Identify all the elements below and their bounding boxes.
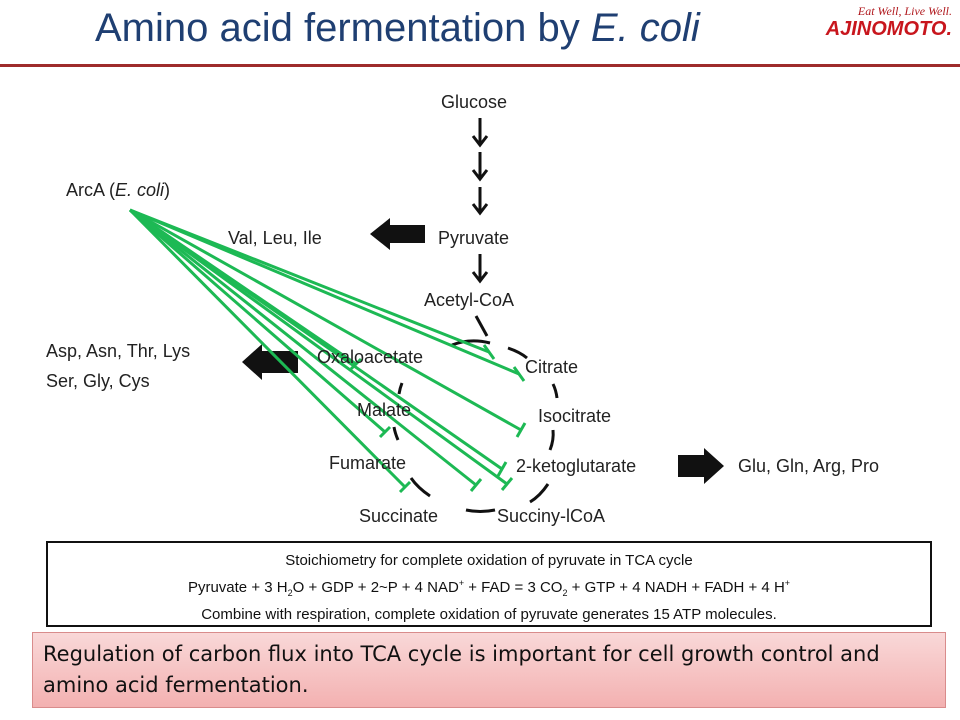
bcaa-products-label: Val, Leu, Ile xyxy=(228,228,322,248)
title-divider xyxy=(0,64,960,67)
aspartate-family-label-1: Asp, Asn, Thr, Lys xyxy=(46,341,190,361)
arrowhead xyxy=(471,135,489,148)
tca-pathway-diagram: Glucose Pyruvate Acetyl-CoA Citrate Isoc… xyxy=(46,92,879,526)
logo-brand: AJINOMOTO. xyxy=(825,18,952,40)
glutamate-block-arrow xyxy=(678,448,724,484)
title-species: E. coli xyxy=(590,6,700,50)
ketoglutarate-label: 2-ketoglutarate xyxy=(516,456,636,476)
aspartate-family-label-2: Ser, Gly, Cys xyxy=(46,371,150,391)
aspartate-block-arrow xyxy=(242,344,298,380)
oxaloacetate-label: Oxaloacetate xyxy=(317,347,423,367)
stoichiometry-note: Combine with respiration, complete oxida… xyxy=(201,606,777,623)
summary-callout: Regulation of carbon flux into TCA cycle… xyxy=(32,632,946,708)
logo-tagline: Eat Well, Live Well. xyxy=(857,4,952,18)
stoichiometry-heading: Stoichiometry for complete oxidation of … xyxy=(285,552,693,569)
tca-cycle-ring xyxy=(392,339,559,513)
fumarate-label: Fumarate xyxy=(329,453,406,473)
arca-label: ArcA (E. coli) xyxy=(66,180,170,200)
arrowhead xyxy=(471,169,489,182)
glucose-label: Glucose xyxy=(441,92,507,112)
arca-inhibition-lines xyxy=(128,208,527,494)
succinyl-coa-label: Succiny-lCoA xyxy=(497,506,605,526)
bcaa-block-arrow xyxy=(370,218,425,250)
citrate-synthase-link xyxy=(474,315,489,337)
succinate-label: Succinate xyxy=(359,506,438,526)
arrowhead xyxy=(471,203,489,216)
slide-title: Amino acid fermentation by E. coli xyxy=(95,6,700,50)
pyruvate-label: Pyruvate xyxy=(438,228,509,248)
ajinomoto-logo: Eat Well, Live Well. AJINOMOTO. xyxy=(826,4,952,44)
stoichiometry-box: Stoichiometry for complete oxidation of … xyxy=(46,541,932,627)
acetyl-coa-label: Acetyl-CoA xyxy=(424,290,514,310)
citrate-label: Citrate xyxy=(525,357,578,377)
malate-label: Malate xyxy=(357,400,411,420)
isocitrate-label: Isocitrate xyxy=(538,406,611,426)
glutamate-family-label: Glu, Gln, Arg, Pro xyxy=(738,456,879,476)
stoichiometry-equation: Pyruvate + 3 H2O + GDP + 2~P + 4 NAD+ + … xyxy=(187,578,791,598)
arrowhead xyxy=(471,271,489,284)
